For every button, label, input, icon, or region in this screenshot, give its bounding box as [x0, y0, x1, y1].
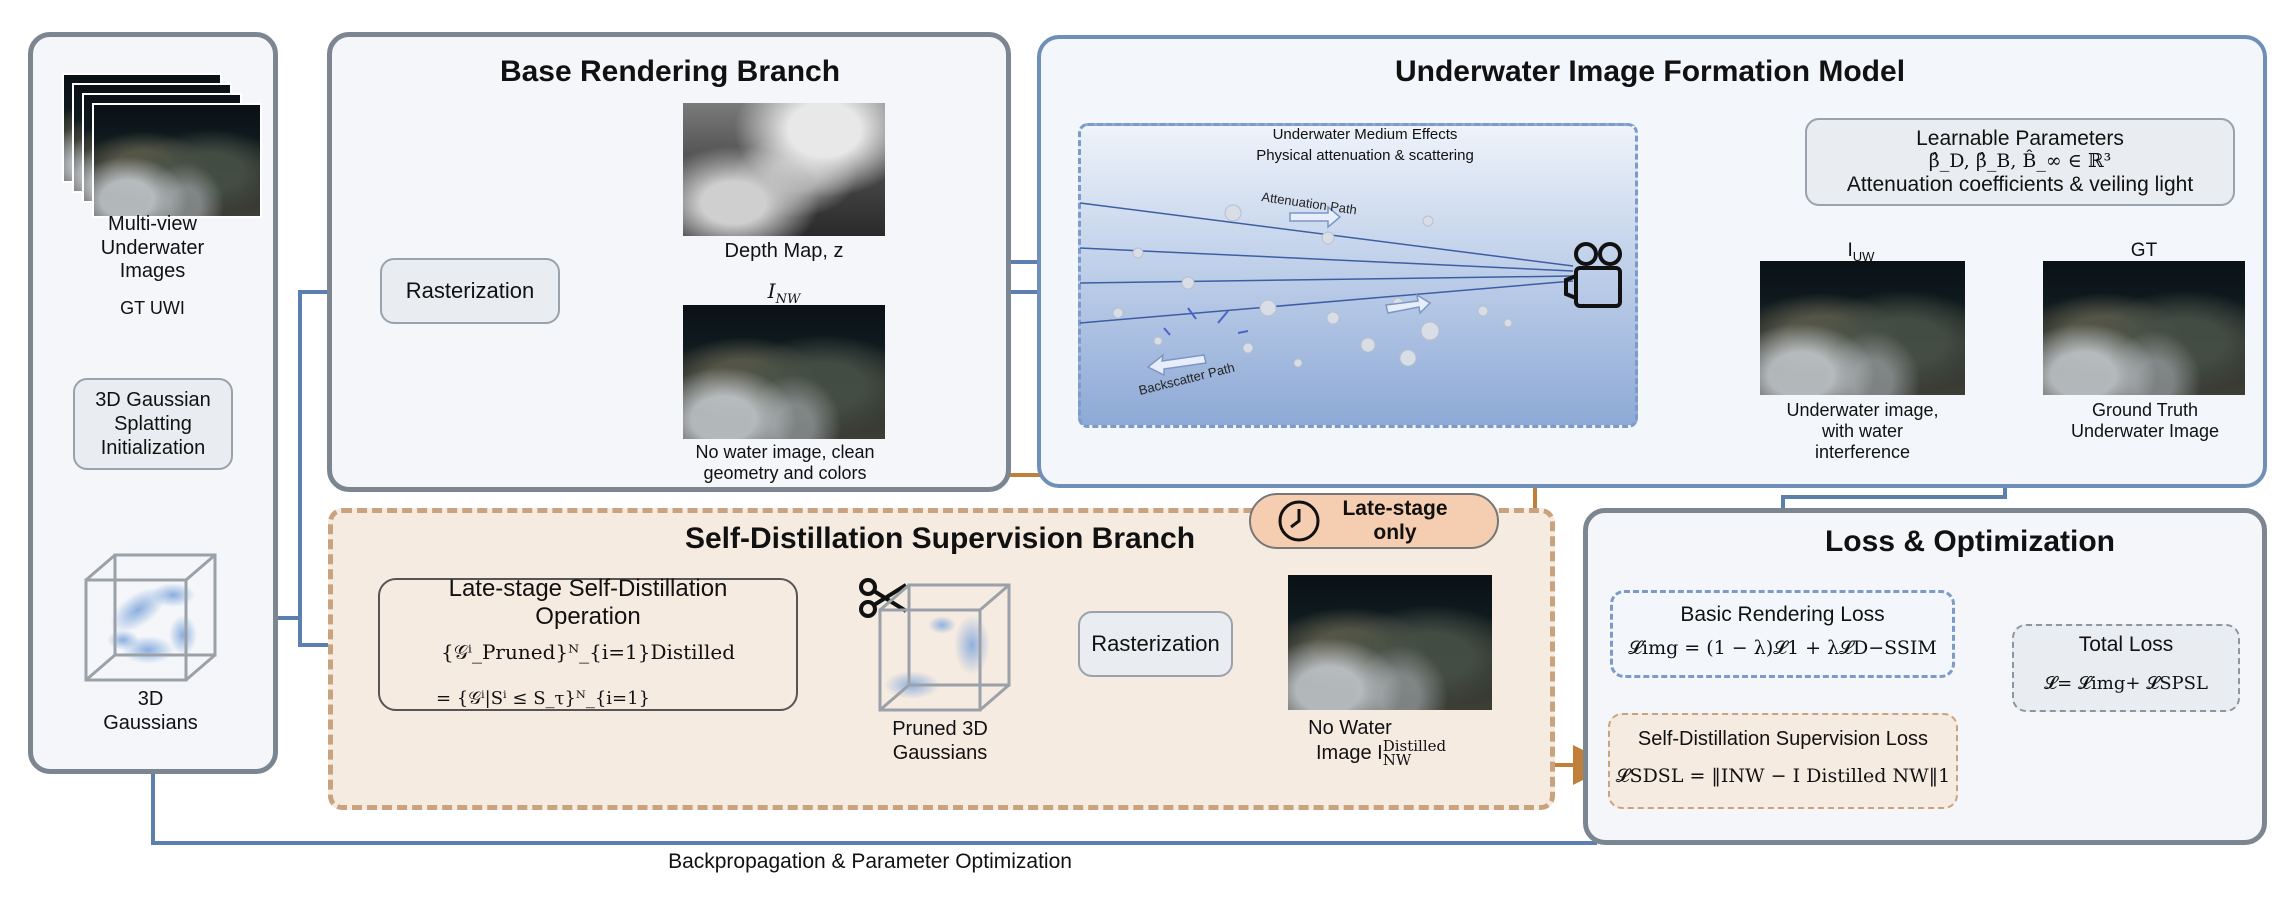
- sdsl-formula: 𝓛SDSL = ‖INW − I Distilled NW‖1: [1615, 765, 1951, 787]
- late-stage-label: Late-stage only: [1342, 497, 1448, 545]
- iuw-caption: Underwater image, with water interferenc…: [1786, 400, 1939, 463]
- basic-loss-box: [1610, 590, 1955, 678]
- distilled-image-text: Image I: [1316, 741, 1383, 764]
- pruned-gaussians-cube-icon: [878, 583, 1011, 712]
- gaussians-label: 3D Gaussians: [103, 688, 198, 734]
- gs-init-label: 3D Gaussian Splatting Initialization: [95, 389, 211, 459]
- total-loss-formula: 𝓛= 𝓛img+ 𝓛SPSL: [2044, 673, 2208, 694]
- sd-operation-box[interactable]: [378, 578, 798, 711]
- medium-effects-box: [1078, 123, 1638, 428]
- uifm-title: Underwater Image Formation Model: [1394, 55, 1906, 88]
- gt-image: [2043, 261, 2245, 395]
- backscatter-arrow-icon: [1146, 353, 1207, 377]
- pruned-label: Pruned 3D Gaussians: [892, 718, 988, 764]
- clock-icon: [1278, 500, 1320, 542]
- input-label: Multi-view Underwater Images: [100, 213, 205, 283]
- learnable-desc: Attenuation coefficients & veiling light: [1846, 172, 2194, 196]
- iuw-image: [1760, 261, 1965, 395]
- total-loss-title: Total Loss: [2078, 633, 2174, 656]
- distilled-sup: Distilled: [1382, 737, 1447, 755]
- distilled-sub: NW: [1382, 750, 1412, 769]
- learnable-formula: β̂_D, β̂_B, B̂_∞ ∈ ℝ³: [1928, 150, 2112, 173]
- sd-rasterization-label: Rasterization: [1091, 631, 1220, 656]
- depth-map-label: Depth Map, z: [724, 240, 844, 262]
- nowater-label: No water image, clean geometry and color…: [695, 442, 875, 484]
- gs-init-box[interactable]: 3D Gaussian Splatting Initialization: [73, 378, 233, 470]
- sd-operation-formula-2: = {𝒢ⁱ|Sⁱ ≤ S_τ}ᴺ_{i=1}: [435, 688, 651, 709]
- iuw-subscript: UW: [1852, 248, 1875, 264]
- medium-effects-drawing: Attenuation Path Backscatter Path: [1079, 189, 1622, 398]
- gt-caption: Ground Truth Underwater Image: [2070, 400, 2220, 442]
- gt-label: GT: [2130, 240, 2158, 261]
- sd-rasterization-box[interactable]: Rasterization: [1078, 611, 1233, 677]
- sd-operation-formula-1: {𝒢ⁱ_Pruned}ᴺ_{i=1}Distilled: [440, 640, 736, 664]
- inw-image: [683, 305, 885, 439]
- base-rendering-title: Base Rendering Branch: [499, 55, 841, 88]
- sdsb-title: Self-Distillation Supervision Branch: [684, 522, 1196, 555]
- distilled-nowater-label-1: No Water: [1308, 717, 1392, 739]
- sd-operation-title: Late-stage Self-Distillation Operation: [448, 575, 728, 631]
- gt-uwi-label: GT UWI: [120, 298, 185, 318]
- learnable-title: Learnable Parameters: [1916, 126, 2124, 150]
- inw-letter: I: [767, 279, 776, 303]
- rasterization-box[interactable]: Rasterization: [380, 258, 560, 324]
- rasterization-label: Rasterization: [405, 278, 535, 303]
- stack-image-4: [92, 103, 262, 218]
- inw-subscript: NW: [775, 292, 801, 307]
- camera-icon: [1564, 242, 1622, 308]
- inw-label: INW: [683, 279, 885, 307]
- iuw-letter: I: [1847, 240, 1853, 261]
- medium-effects-line1: Underwater Medium Effects: [1272, 126, 1458, 143]
- learnable-params-box: Learnable Parameters β̂_D, β̂_B, B̂_∞ ∈ …: [1805, 118, 2235, 206]
- gaussians-cube-icon: [84, 553, 217, 682]
- sdsl-title: Self-Distillation Supervision Loss: [1637, 728, 1929, 750]
- basic-loss-title: Basic Rendering Loss: [1680, 603, 1885, 626]
- attenuation-arrow-icon: [1289, 205, 1432, 315]
- depth-map-image: [683, 103, 885, 236]
- backprop-label: Backpropagation & Parameter Optimization: [668, 850, 1072, 873]
- sdsl-box: [1608, 713, 1958, 809]
- medium-effects-line2: Physical attenuation & scattering: [1256, 147, 1474, 164]
- input-image-stack: [62, 73, 262, 218]
- distilled-nowater-image: [1288, 575, 1492, 710]
- basic-loss-formula: 𝓛img = (1 − λ)𝓛1 + λ𝓛D−SSIM: [1628, 637, 1937, 659]
- total-loss-box: [2012, 624, 2240, 712]
- loss-title: Loss & Optimization: [1824, 525, 2115, 558]
- iuw-label: IUW: [1760, 240, 1962, 264]
